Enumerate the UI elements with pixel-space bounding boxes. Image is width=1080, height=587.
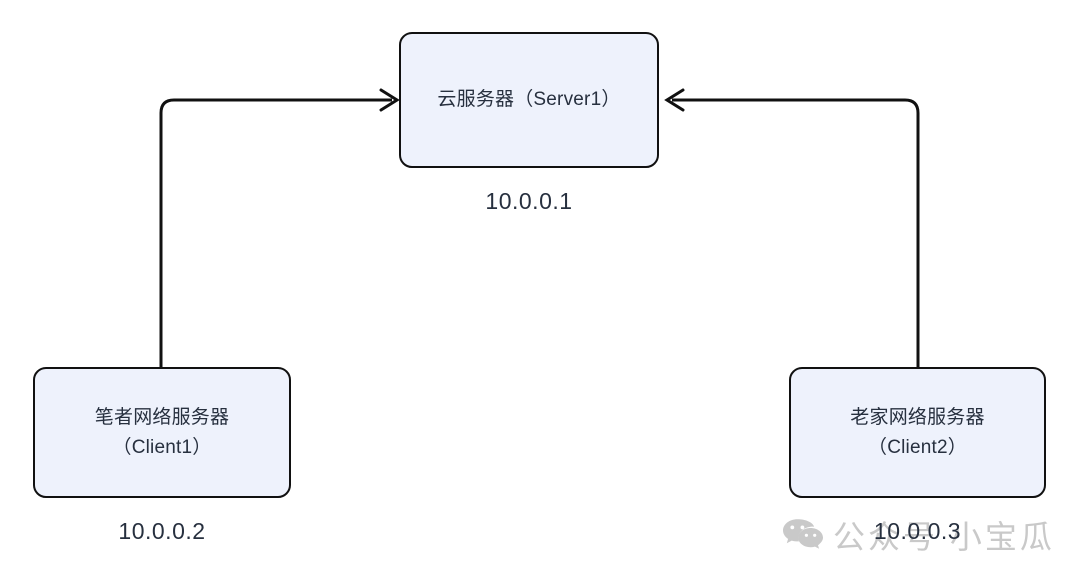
edge-client2-to-server (672, 98, 920, 367)
wechat-logo-icon (783, 519, 823, 549)
node-cloud-server-label-line1: 云服务器（Server1） (437, 89, 621, 111)
arrowhead-client1-to-server (379, 88, 400, 112)
node-client2[interactable]: 老家网络服务器 （Client2） (789, 367, 1046, 498)
watermark-text: 公众号 小宝瓜 (833, 519, 1055, 555)
edge-client1-to-server (159, 98, 392, 367)
node-cloud-server[interactable]: 云服务器（Server1） (399, 32, 659, 168)
node-client2-label-line2: （Client2） (868, 436, 967, 458)
node-client1-label-line2: （Client1） (112, 436, 212, 458)
ip-label-client1: 10.0.0.2 (118, 518, 206, 544)
ip-label-cloud-server: 10.0.0.1 (485, 188, 573, 214)
watermark: 公众号 小宝瓜 (782, 512, 1055, 558)
node-client1[interactable]: 笔者网络服务器 （Client1） (33, 367, 291, 498)
arrowhead-client2-to-server (664, 88, 685, 112)
node-client2-label-line1: 老家网络服务器 (850, 407, 985, 429)
ip-label-client2: 10.0.0.3 (873, 518, 962, 544)
node-client1-label-line1: 笔者网络服务器 (94, 407, 230, 429)
